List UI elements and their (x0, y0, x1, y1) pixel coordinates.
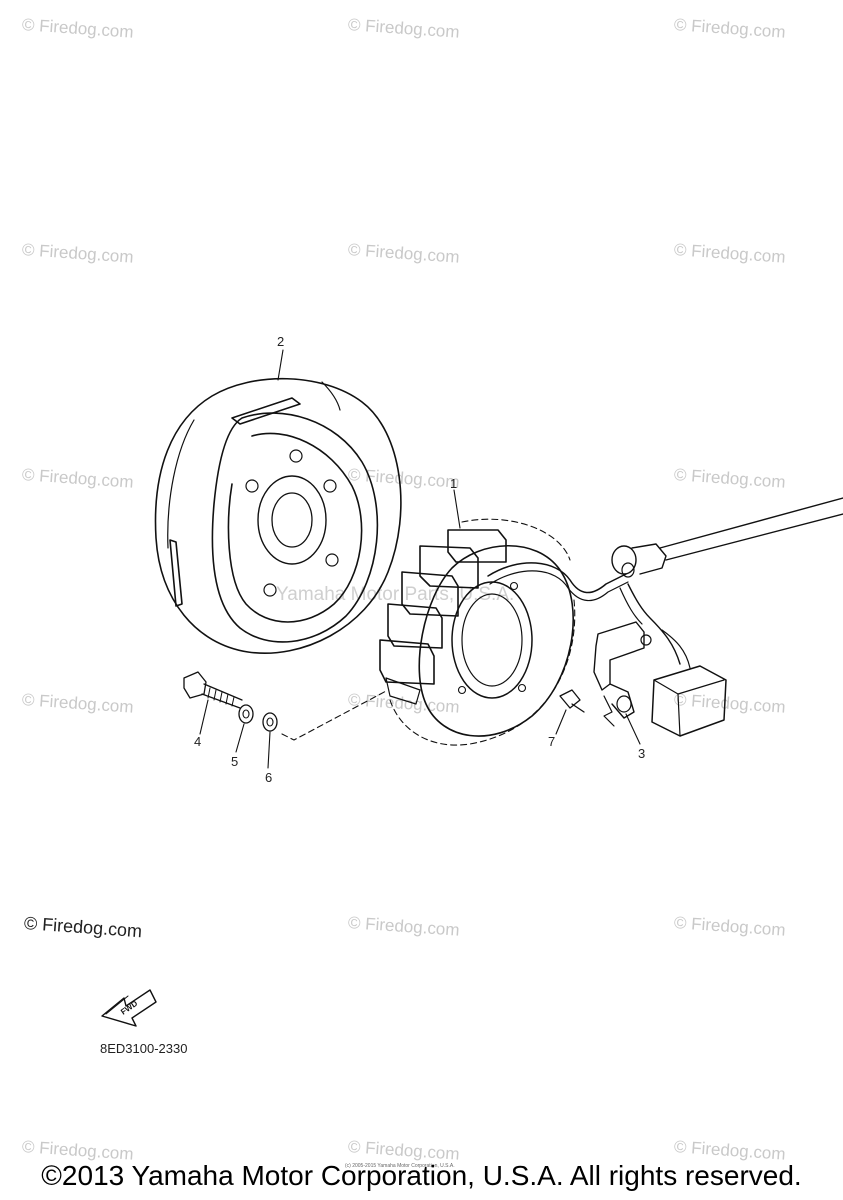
bolt-part-4 (183, 671, 243, 709)
callout-1: 1 (450, 476, 457, 491)
forward-arrow-icon (101, 989, 157, 1027)
callout-2: 2 (277, 334, 284, 349)
flywheel-rotor-part (154, 377, 402, 654)
center-watermark: Yamaha Motor Parts, U.S.A. (276, 584, 515, 605)
small-copyright: (c) 2005-2015 Yamaha Motor Corporation, … (345, 1163, 455, 1169)
washer-part-6 (262, 712, 278, 732)
callout-7: 7 (548, 734, 555, 749)
leader-lines (199, 349, 641, 769)
diagram-part-code: 8ED3100-2330 (100, 1041, 188, 1056)
callout-3: 3 (638, 746, 645, 761)
callout-4: 4 (194, 734, 201, 749)
callout-6: 6 (265, 770, 272, 785)
washer-part-5 (238, 704, 254, 724)
wire-clamp-bracket (593, 621, 652, 727)
screw-part-7 (559, 689, 585, 713)
fwd-label: FWD (119, 999, 139, 1017)
stator-coil-part (379, 518, 629, 746)
wire-harness (611, 497, 843, 737)
copyright-notice: ©2013 Yamaha Motor Corporation, U.S.A. A… (41, 1160, 802, 1191)
callout-5: 5 (231, 754, 238, 769)
